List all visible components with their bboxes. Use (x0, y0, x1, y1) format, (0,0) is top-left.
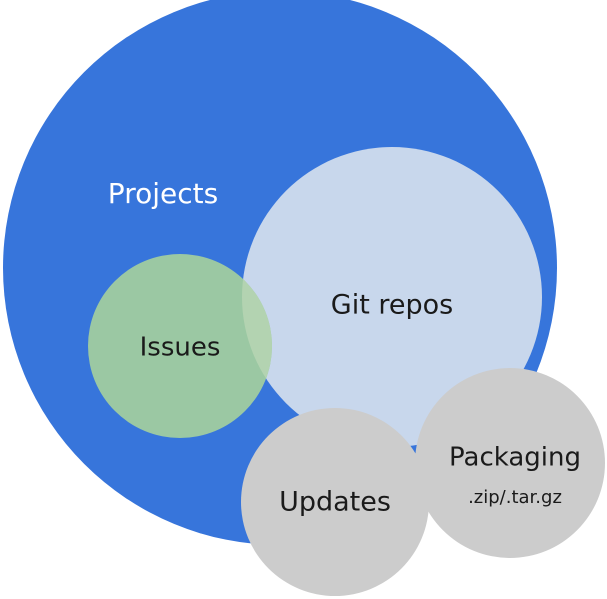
packaging-label: Packaging (449, 443, 581, 473)
packaging-circle (415, 368, 605, 558)
packaging-sublabel: .zip/.tar.gz (468, 487, 562, 508)
updates-label: Updates (279, 487, 391, 518)
git-repos-circle (242, 147, 542, 447)
issues-label: Issues (140, 333, 221, 363)
projects-label: Projects (108, 177, 218, 210)
issues-circle (88, 254, 272, 438)
updates-circle (241, 408, 429, 596)
git-repos-label: Git repos (331, 290, 453, 321)
